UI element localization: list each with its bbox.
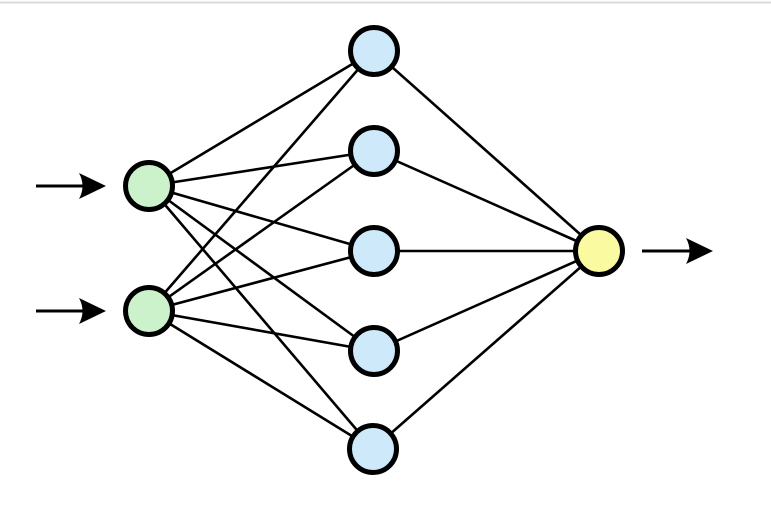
output-arrow-head	[686, 238, 713, 264]
input-2-node	[123, 285, 175, 337]
edge-hidden-1-output-1	[373, 50, 600, 252]
hidden-3-node	[348, 225, 400, 277]
hidden-4-node	[348, 325, 400, 377]
hidden-2-node	[348, 125, 400, 177]
input-arrow-1-head	[79, 173, 106, 199]
edge-input-2-hidden-2	[148, 149, 375, 313]
input-arrow-2-head	[79, 298, 106, 324]
edge-input-1-hidden-4	[148, 184, 375, 353]
edge-input-2-hidden-5	[148, 309, 374, 451]
edge-hidden-4-output-1	[373, 249, 600, 353]
edge-input-2-hidden-1	[148, 50, 375, 312]
edge-input-1-hidden-2	[148, 149, 375, 188]
hidden-5-node	[347, 423, 399, 475]
edge-input-1-hidden-1	[148, 49, 375, 188]
hidden-1-node	[348, 25, 400, 77]
edge-input-1-hidden-3	[148, 184, 375, 253]
edge-hidden-5-output-1	[372, 250, 600, 450]
output-1-node	[573, 225, 625, 277]
edge-hidden-2-output-1	[373, 149, 600, 253]
edge-input-2-hidden-4	[148, 309, 375, 353]
input-1-node	[123, 160, 175, 212]
edge-input-2-hidden-3	[148, 249, 375, 313]
edge-input-1-hidden-5	[148, 185, 374, 450]
